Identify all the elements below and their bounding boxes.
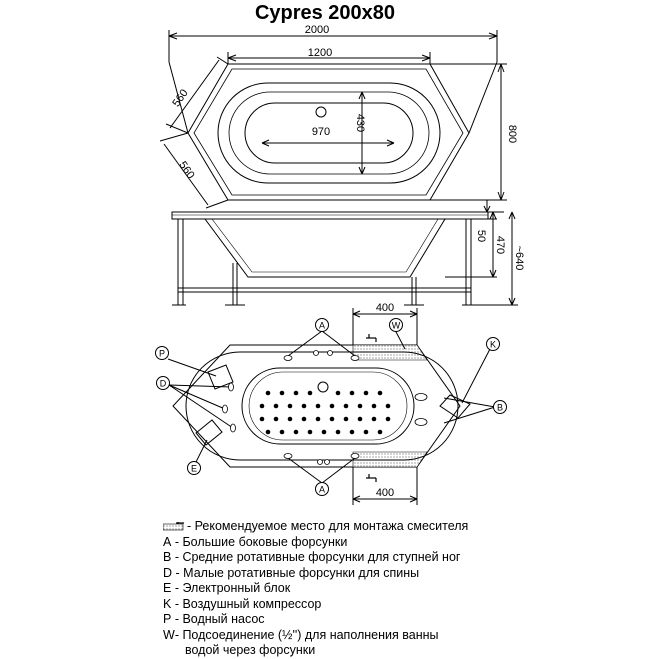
legend-text: - Водный насос [171,612,265,626]
air-jets [259,390,391,435]
dim-mixer-zone-bottom: 400 [376,487,394,499]
callout-a-bottom-label: A [319,485,325,495]
top-view-inner-bottom [244,102,414,164]
faucet-icon [366,474,377,482]
legend-key: P [163,612,172,626]
callout-b [493,400,507,414]
legend-text: - Средние ротативные форсунки для ступне… [171,550,461,564]
legend-text: водой через форсунки [185,643,316,657]
legend-key: E [163,581,172,595]
callout-k-label: K [490,340,496,350]
dim-inner-width: 430 [354,114,366,132]
callout-b-label: B [497,403,503,413]
legend-text: - Электронный блок [171,581,291,595]
legend-item-k: K - Воздушный компрессор [163,597,643,613]
dim-inner-length: 970 [312,126,330,138]
legend-text: - Большие боковые форсунки [171,534,348,549]
jet-b [414,418,428,426]
callout-d-label: D [160,379,167,389]
callout-a-top-label: A [319,321,325,331]
callout-p [155,346,169,360]
legend-key: W [163,627,175,642]
jet-b [414,393,428,401]
mixer-zone-icon [163,522,184,531]
legend-key: A [163,534,172,549]
jet-d [228,382,234,392]
electronic-block [195,419,223,446]
jet-d [222,404,228,414]
callout-e [187,461,201,475]
dim-height: ~640 [513,246,525,271]
legend-text: - Подсоединение (½'') для наполнения ван… [174,627,439,642]
drain-icon [315,106,327,118]
side-view-basin [204,218,446,278]
jet-w [313,350,319,356]
top-view [159,30,507,209]
legend-item-w-cont: водой через форсунки [163,643,643,659]
jet-w [327,350,333,356]
legend: - Рекомендуемое место для монтажа смесит… [163,519,643,659]
dim-overall-width: 800 [506,125,518,143]
dim-flat-side: 1200 [308,47,332,59]
jet-view-basin [241,367,415,445]
jet-view [167,308,496,505]
jet-a [283,453,293,459]
legend-item-a: A - Большие боковые форсунки [163,535,643,551]
top-view-basin [217,82,441,184]
callout-a-bottom [315,482,329,496]
dim-depth: 470 [494,236,506,254]
drain-icon [317,381,329,393]
callout-a-top [315,318,329,332]
dim-overall-length: 2000 [305,24,329,36]
legend-text: - Воздушный компрессор [171,596,322,611]
dim-angled-side-top: 560 [170,87,190,109]
jet-a [350,453,360,459]
legend-text: - Рекомендуемое место для монтажа смесит… [187,519,469,533]
legend-key: B [163,550,172,564]
dim-rim: 50 [475,230,487,242]
dim-angled-side-bottom: 560 [176,159,196,181]
drawing-title: Cypres 200x80 [254,2,396,24]
legend-item-d: D - Малые ротативные форсунки для спины [163,566,643,582]
jet-a [350,355,360,361]
callout-e-label: E [191,464,197,474]
dim-mixer-zone-top: 400 [376,302,394,314]
legend-key: D [163,565,173,580]
side-view [171,200,518,306]
jets [222,350,428,465]
jet-d [230,423,236,433]
legend-item-b: B - Средние ротативные форсунки для ступ… [163,550,643,566]
faucet-icon [366,334,377,342]
callout-k [486,337,500,351]
callout-w [389,318,403,332]
legend-item-e: E - Электронный блок [163,581,643,597]
callout-d [156,376,170,390]
legend-item-p: P - Водный насос [163,612,643,628]
legend-key: K [163,596,172,611]
legend-item-w: W- Подсоединение (½'') для наполнения ва… [163,628,643,644]
jet-w [324,459,330,465]
legend-item-mixer: - Рекомендуемое место для монтажа смесит… [163,519,643,535]
legend-text: - Малые ротативные форсунки для спины [172,565,420,580]
pump-box [207,364,234,390]
callout-p-label: P [159,349,165,359]
jet-a [283,355,293,361]
callout-w-label: W [392,321,401,331]
jet-w [317,459,323,465]
